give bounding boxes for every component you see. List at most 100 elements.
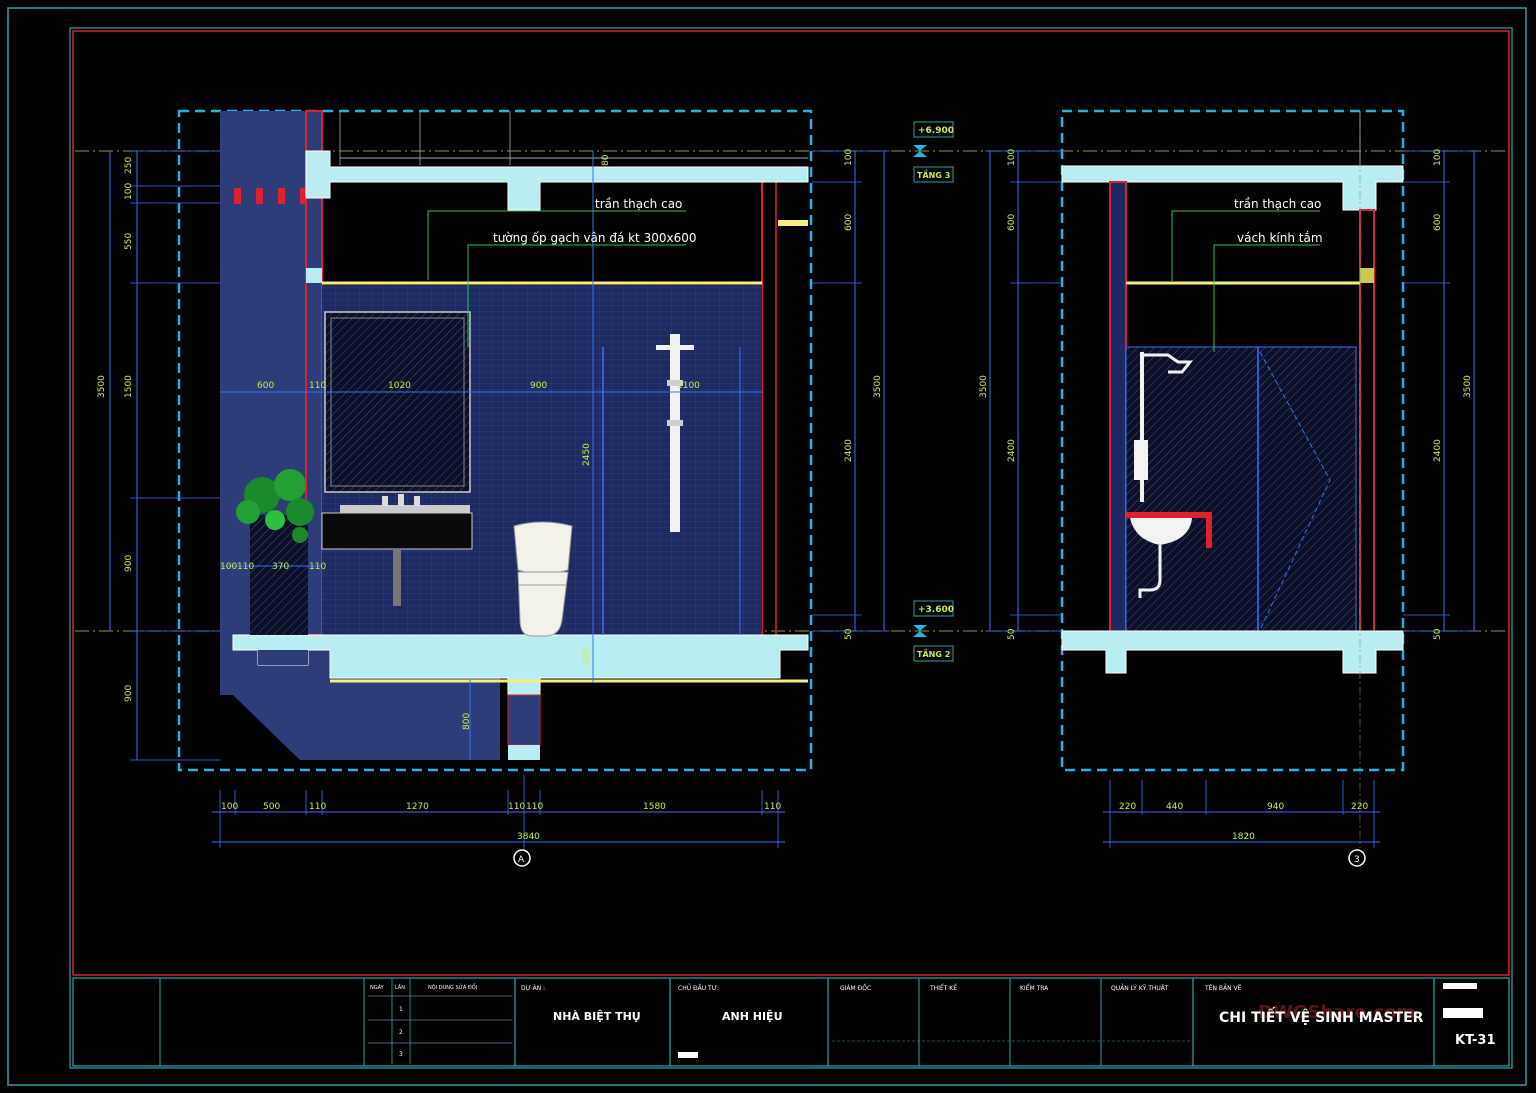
ceiling-label-a: trần thạch cao [595,197,682,211]
level-value-lower: +3.600 [918,605,954,615]
dim-label: 250 [124,157,134,174]
dim-label: 1580 [643,802,666,812]
glass-label-b: vách kính tắm [1237,231,1323,245]
dim-label: 110 [309,562,326,572]
sign-label: THIẾT KẾ [929,984,957,992]
shower-column-icon [656,334,694,532]
plant-icon [236,469,314,543]
dim-label: 440 [1166,802,1183,812]
owner-name: ANH HIỆU [722,1010,783,1023]
drawing-label: TÊN BẢN VẼ [1204,984,1242,992]
dim-label: 50 [1007,628,1017,640]
elevation-a-boundary [177,109,813,772]
rev-row-1: 1 [399,1006,403,1013]
dim-label: 100 [221,802,238,812]
wash-basin [1126,512,1212,598]
dim-label: 1100 [677,381,700,391]
dim-label: 100 [220,562,237,572]
axis-marker-label: A [518,855,525,865]
rev-header-content: NỘI DUNG SỬA ĐỔI [428,983,477,991]
upper-slab [305,150,809,211]
glass-door-swing [1259,351,1331,631]
rev-row-3: 3 [399,1051,403,1058]
dim-total: 1820 [1232,832,1255,842]
dim-label: 100 [1433,149,1443,166]
sign-label: QUẢN LÝ KỸ THUẬT [1111,984,1169,992]
axis-marker-b [1348,849,1366,867]
sign-label: GIÁM ĐỐC [840,984,871,992]
dim-label: 50 [1433,628,1443,640]
sink-drain-pipe [393,549,401,606]
elevation-a: trần thạch cao tường ốp gạch vân đá kt 3… [97,109,890,867]
dim-label: 110 [309,381,326,391]
dim-label: 220 [1351,802,1368,812]
lower-slab-b [1061,630,1404,674]
toilet [513,521,573,637]
dim-label: 220 [1119,802,1136,812]
dim-total: 3500 [873,375,883,398]
dim-label: 110 [526,802,543,812]
dim-label: 110 [764,802,781,812]
shower-head-icon [1134,352,1194,502]
countertop [340,505,470,513]
dim-label: 500 [263,802,280,812]
dim-label: 2450 [582,443,592,466]
dim-label: 1270 [406,802,429,812]
elevation-b: trần thạch cao vách kính tắm 100 600 240… [979,109,1480,867]
dim-total: 3500 [97,375,107,398]
level-value-upper: +6.900 [918,126,954,136]
level-floor-upper: TẦNG 3 [917,168,950,180]
dim-label: 600 [844,214,854,231]
dim-label: 2400 [1433,439,1443,462]
dim-total: 3500 [1463,375,1473,398]
dim-label: 2400 [1007,439,1017,462]
dim-label: 100 [844,149,854,166]
mirror [324,311,471,493]
dim-label: 80 [601,154,611,166]
axis-marker-label: 3 [1354,855,1360,865]
dim-total: 3840 [517,832,540,842]
dim-label: 900 [530,381,547,391]
wall-tile-label-a: tường ốp gạch vân đá kt 300x600 [493,231,697,245]
dim-label: 600 [1433,214,1443,231]
drawing-border [72,30,1510,976]
watermark: DWGShare.com [1258,1002,1415,1023]
dim-label: 100 [124,183,134,200]
dim-label: 900 [124,555,134,572]
project-name: NHÀ BIỆT THỤ [553,1010,641,1023]
inner-frame [69,27,1513,1069]
dim-label: 2400 [844,439,854,462]
project-label: DỰ ÁN : [521,985,545,992]
rev-header-date: NGÀY [370,984,385,991]
dim-label: 370 [272,562,289,572]
dim-label: 110 [309,802,326,812]
dim-label: 110 [237,562,254,572]
rev-row-2: 2 [399,1029,403,1036]
dim-label: 1500 [124,375,134,398]
level-floor-lower: TẦNG 2 [917,647,950,659]
dim-label: 300 [582,649,592,666]
dim-label: 100 [1007,149,1017,166]
title-block: NGÀY LẦN NỘI DUNG SỬA ĐỔI 1 2 3 DỰ ÁN : … [72,977,1510,1067]
rev-header-no: LẦN [395,983,405,991]
shower-wall [1126,347,1356,635]
sheet-number: KT-31 [1455,1033,1496,1048]
level-markers: +6.900 TẦNG 3 +3.600 TẦNG 2 [913,121,954,662]
dim-label: 550 [124,233,134,250]
dim-label: 110 [508,802,525,812]
dim-label: 800 [462,713,472,730]
dim-label: 600 [1007,214,1017,231]
elevation-b-boundary [1060,109,1405,772]
ceiling-label-b: trần thạch cao [1234,197,1321,211]
drawing-title: CHI TIẾT VỆ SINH MASTER [1219,1007,1424,1026]
sign-label: KIỂM TRA [1020,984,1049,992]
dim-label: 600 [257,381,274,391]
dim-label: 50 [844,628,854,640]
owner-label: CHỦ ĐẦU TƯ: [678,984,719,992]
vanity-cabinet [321,512,473,550]
dim-total: 3500 [979,375,989,398]
axis-marker-a [513,849,531,867]
dim-label: 1020 [388,381,411,391]
dim-label: 900 [124,685,134,702]
